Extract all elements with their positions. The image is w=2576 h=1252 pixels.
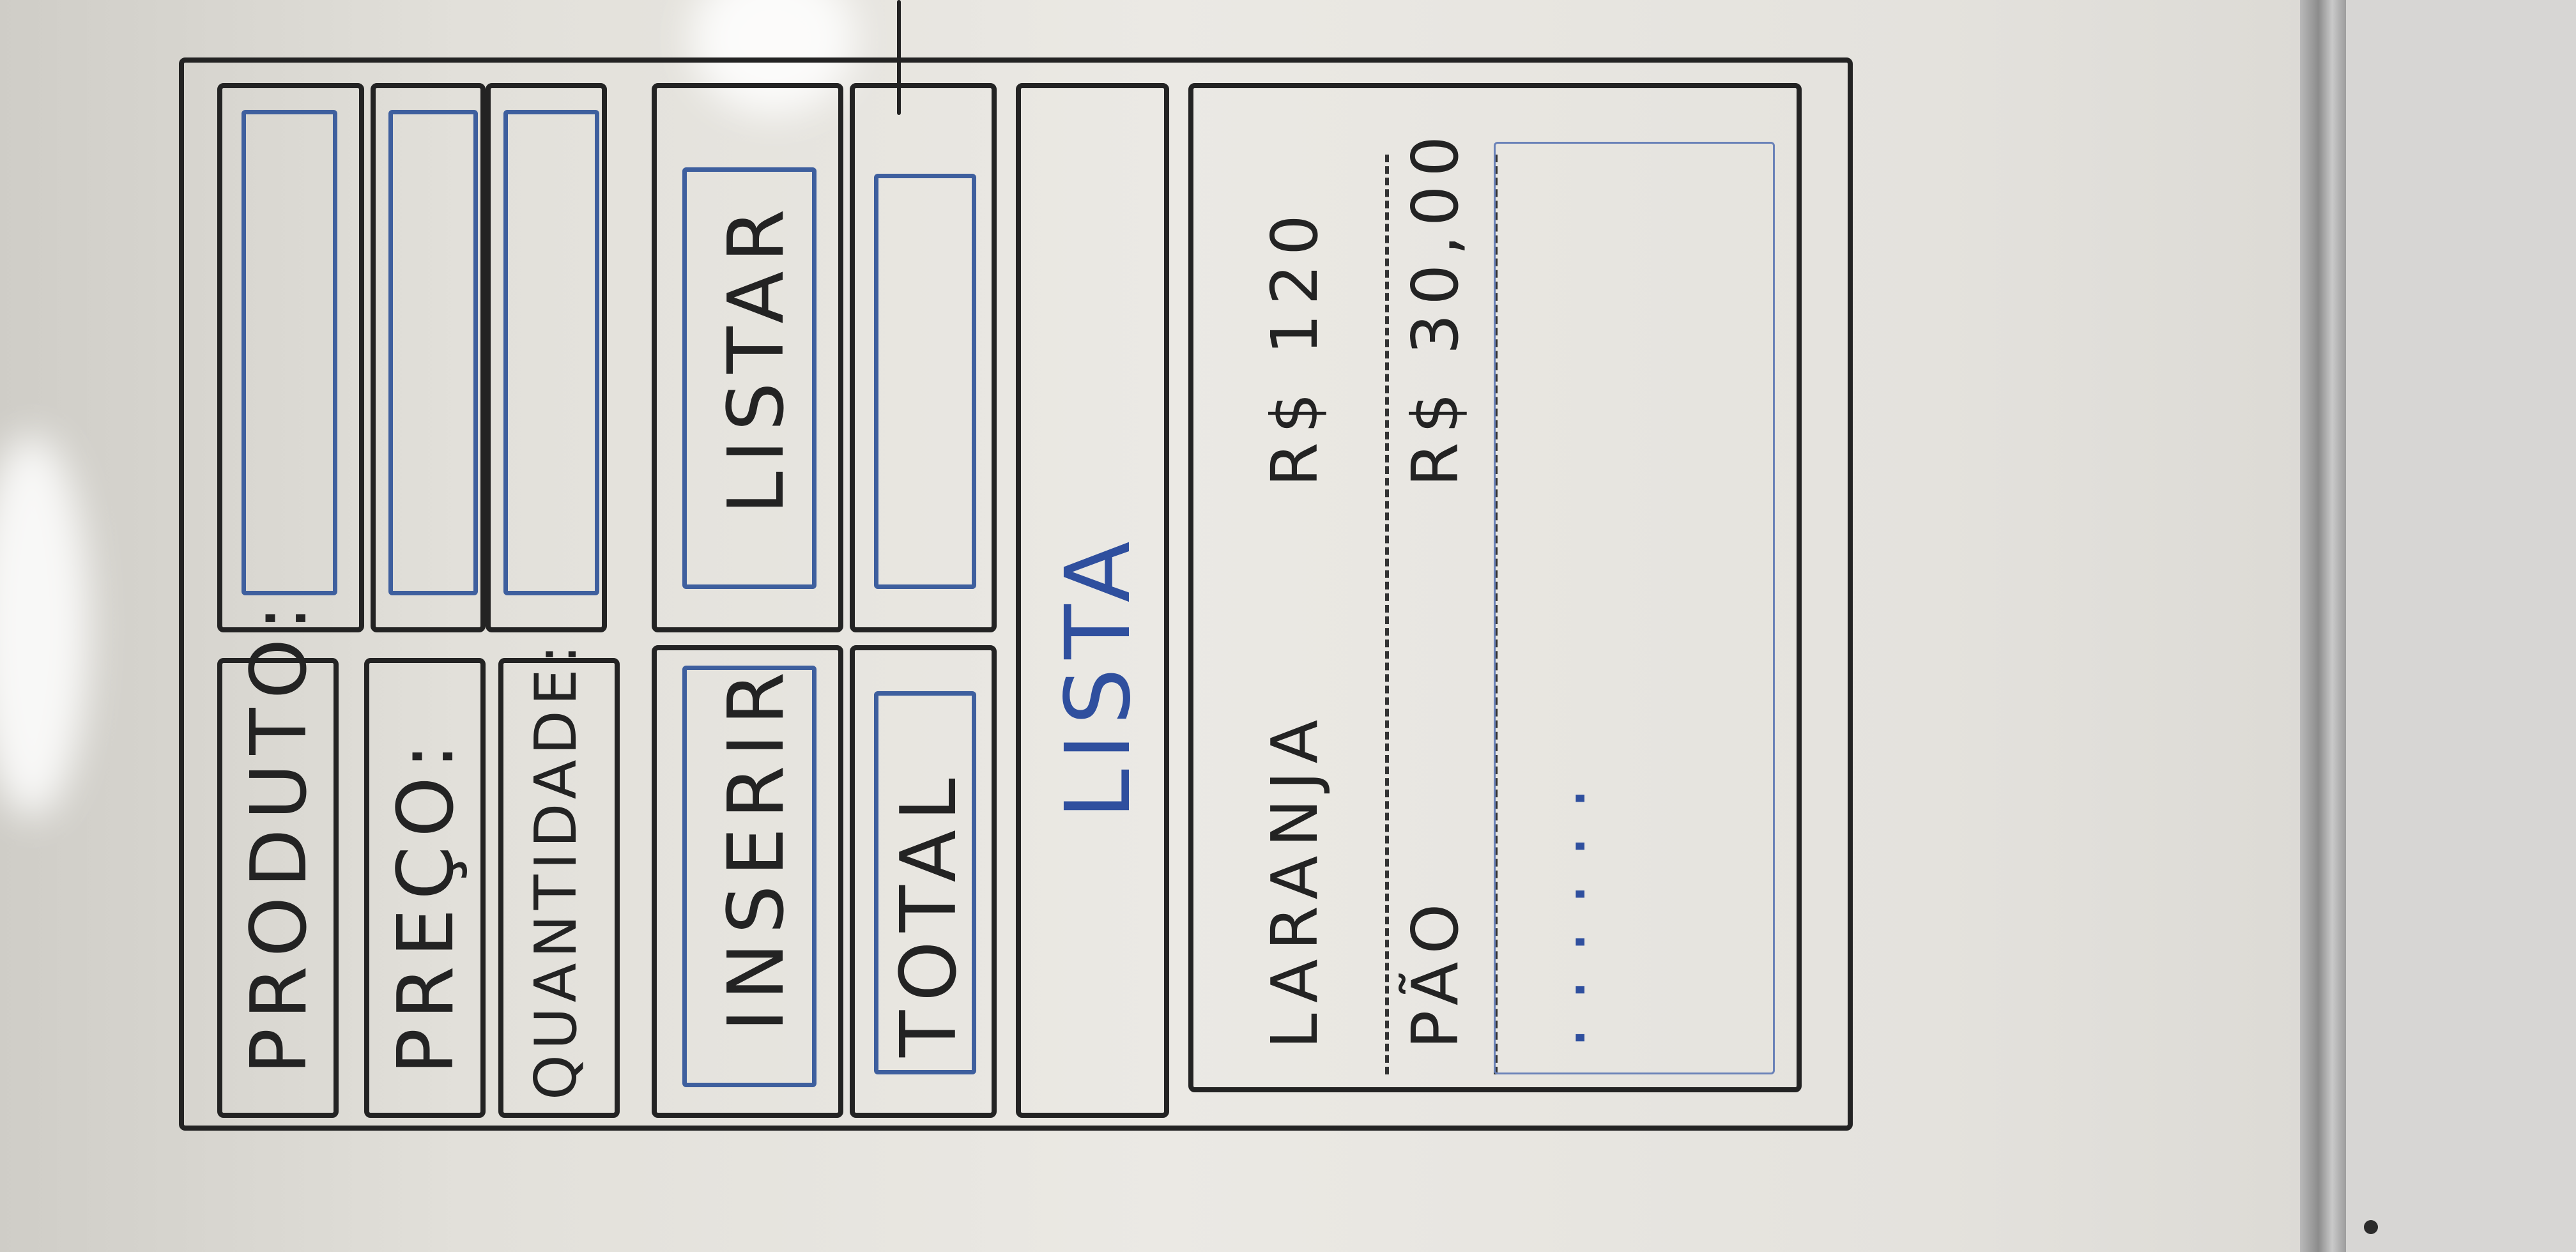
list-item-name: PÃO bbox=[1398, 894, 1473, 1049]
inserir-button[interactable]: INSERIR bbox=[682, 662, 816, 1087]
list-item-name: LARANJA bbox=[1257, 710, 1332, 1049]
total-output bbox=[874, 174, 976, 589]
listar-button[interactable]: LISTAR bbox=[682, 167, 816, 589]
list-item: LARANJA R$ 120 bbox=[1232, 155, 1360, 1049]
quantidade-input-box bbox=[486, 83, 607, 632]
preco-input-box bbox=[371, 83, 486, 632]
total-output-box bbox=[850, 83, 997, 632]
wall bbox=[2346, 0, 2576, 1252]
preco-input[interactable] bbox=[388, 110, 478, 595]
lista-title: LISTA bbox=[1046, 532, 1151, 819]
frame-knob bbox=[2364, 1220, 2378, 1234]
lista-panel: LARANJA R$ 120 PÃO R$ 30,00 ...... bbox=[1188, 83, 1802, 1092]
label-quantidade: QUANTIDADE: bbox=[523, 639, 590, 1100]
light-glare bbox=[0, 434, 89, 818]
wireframe-sketch: PRODUTO: PREÇO: QUANTIDADE: INSERIR LIST… bbox=[179, 57, 1853, 1131]
total-button-box: TOTAL bbox=[850, 645, 997, 1118]
inserir-button-label: INSERIR bbox=[712, 662, 801, 1032]
marker-stroke bbox=[897, 0, 901, 115]
list-more-dots: ...... bbox=[1519, 761, 1601, 1049]
lista-title-box: LISTA bbox=[1016, 83, 1169, 1118]
list-divider bbox=[1385, 155, 1389, 1074]
label-produto-box: PRODUTO: bbox=[217, 596, 339, 1118]
list-item-price: R$ 30,00 bbox=[1398, 126, 1473, 487]
label-preco: PREÇO: bbox=[382, 734, 471, 1074]
listar-button-box: LISTAR bbox=[652, 83, 843, 632]
listar-button-label: LISTAR bbox=[712, 200, 801, 514]
list-item-price: R$ 120 bbox=[1257, 206, 1332, 487]
quantidade-input[interactable] bbox=[503, 110, 599, 595]
label-preco-box: PREÇO: bbox=[364, 658, 486, 1118]
whiteboard-frame bbox=[2300, 0, 2346, 1252]
label-quantidade-box: QUANTIDADE: bbox=[498, 639, 620, 1118]
produto-input[interactable] bbox=[241, 110, 337, 595]
inserir-button-box: INSERIR bbox=[652, 645, 843, 1118]
total-button-label: TOTAL bbox=[885, 769, 974, 1057]
list-item: PÃO R$ 30,00 bbox=[1392, 127, 1494, 1049]
label-produto: PRODUTO: bbox=[235, 596, 324, 1074]
produto-input-box bbox=[217, 83, 364, 632]
total-button[interactable]: TOTAL bbox=[874, 691, 976, 1074]
